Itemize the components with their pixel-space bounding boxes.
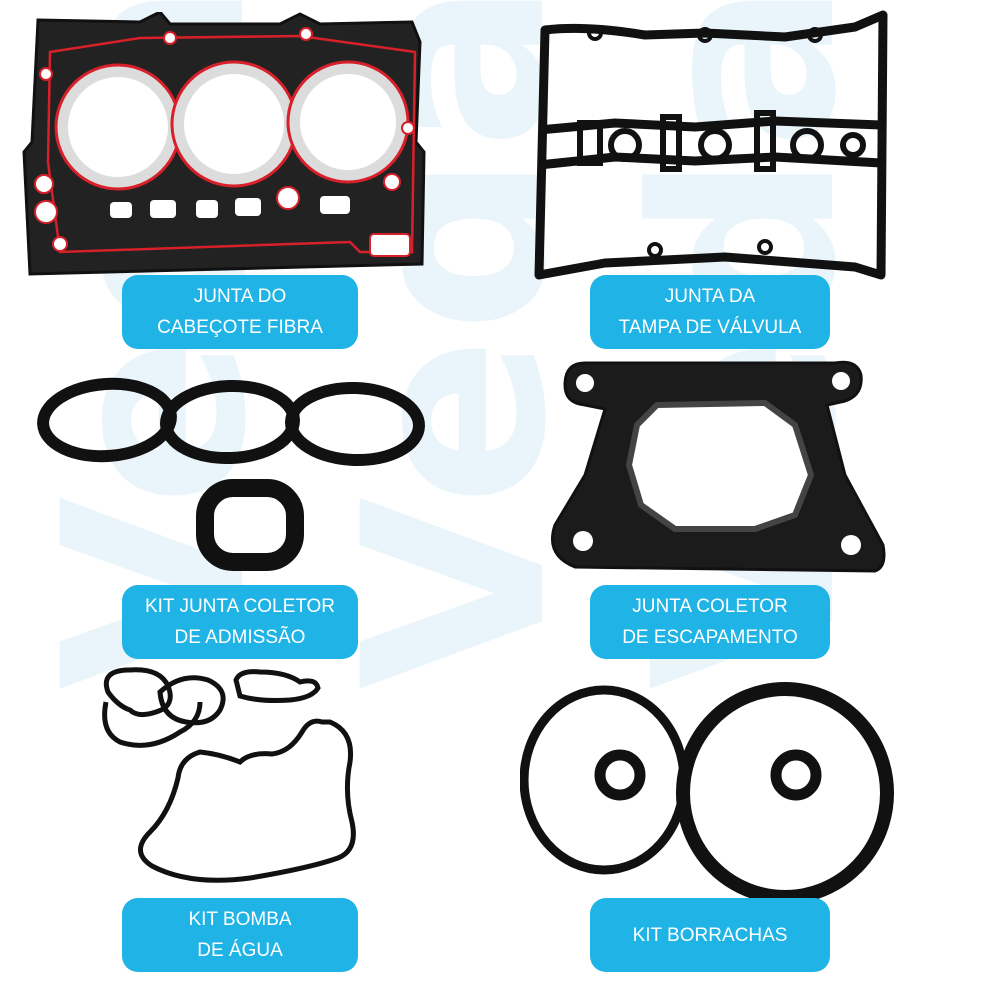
- product-label-valve-cover-gasket: JUNTA DA TAMPA DE VÁLVULA: [590, 275, 830, 349]
- label-line-2: DE ADMISSÃO: [174, 627, 306, 648]
- cylinder-head-gasket-image: [22, 12, 426, 276]
- label-line-2: TAMPA DE VÁLVULA: [618, 317, 802, 338]
- product-label-intake-manifold-kit: KIT JUNTA COLETOR DE ADMISSÃO: [122, 585, 358, 659]
- product-label-water-pump-kit: KIT BOMBA DE ÁGUA: [122, 898, 358, 972]
- label-line-1: KIT BOMBA: [188, 909, 292, 930]
- intake-manifold-gasket-kit-image: [37, 377, 425, 571]
- valve-cover-gasket-image: [534, 10, 888, 280]
- label-line-2: CABEÇOTE FIBRA: [157, 317, 323, 338]
- label-line-2: DE ESCAPAMENTO: [622, 627, 798, 648]
- water-pump-kit-image: [102, 667, 356, 883]
- label-line-1: KIT JUNTA COLETOR: [144, 596, 336, 617]
- label-line-2: DE ÁGUA: [197, 940, 283, 961]
- label-line-1: KIT BORRACHAS: [632, 924, 788, 946]
- product-label-exhaust-manifold-gasket: JUNTA COLETOR DE ESCAPAMENTO: [590, 585, 830, 659]
- rubber-seals-kit-image: [520, 682, 894, 900]
- product-label-rubber-kit: KIT BORRACHAS: [590, 898, 830, 972]
- label-line-1: JUNTA DO: [193, 286, 287, 307]
- label-line-1: JUNTA COLETOR: [632, 596, 788, 617]
- exhaust-manifold-gasket-image: [551, 360, 886, 573]
- label-line-1: JUNTA DA: [664, 286, 756, 307]
- product-label-cylinder-head-gasket: JUNTA DO CABEÇOTE FIBRA: [122, 275, 358, 349]
